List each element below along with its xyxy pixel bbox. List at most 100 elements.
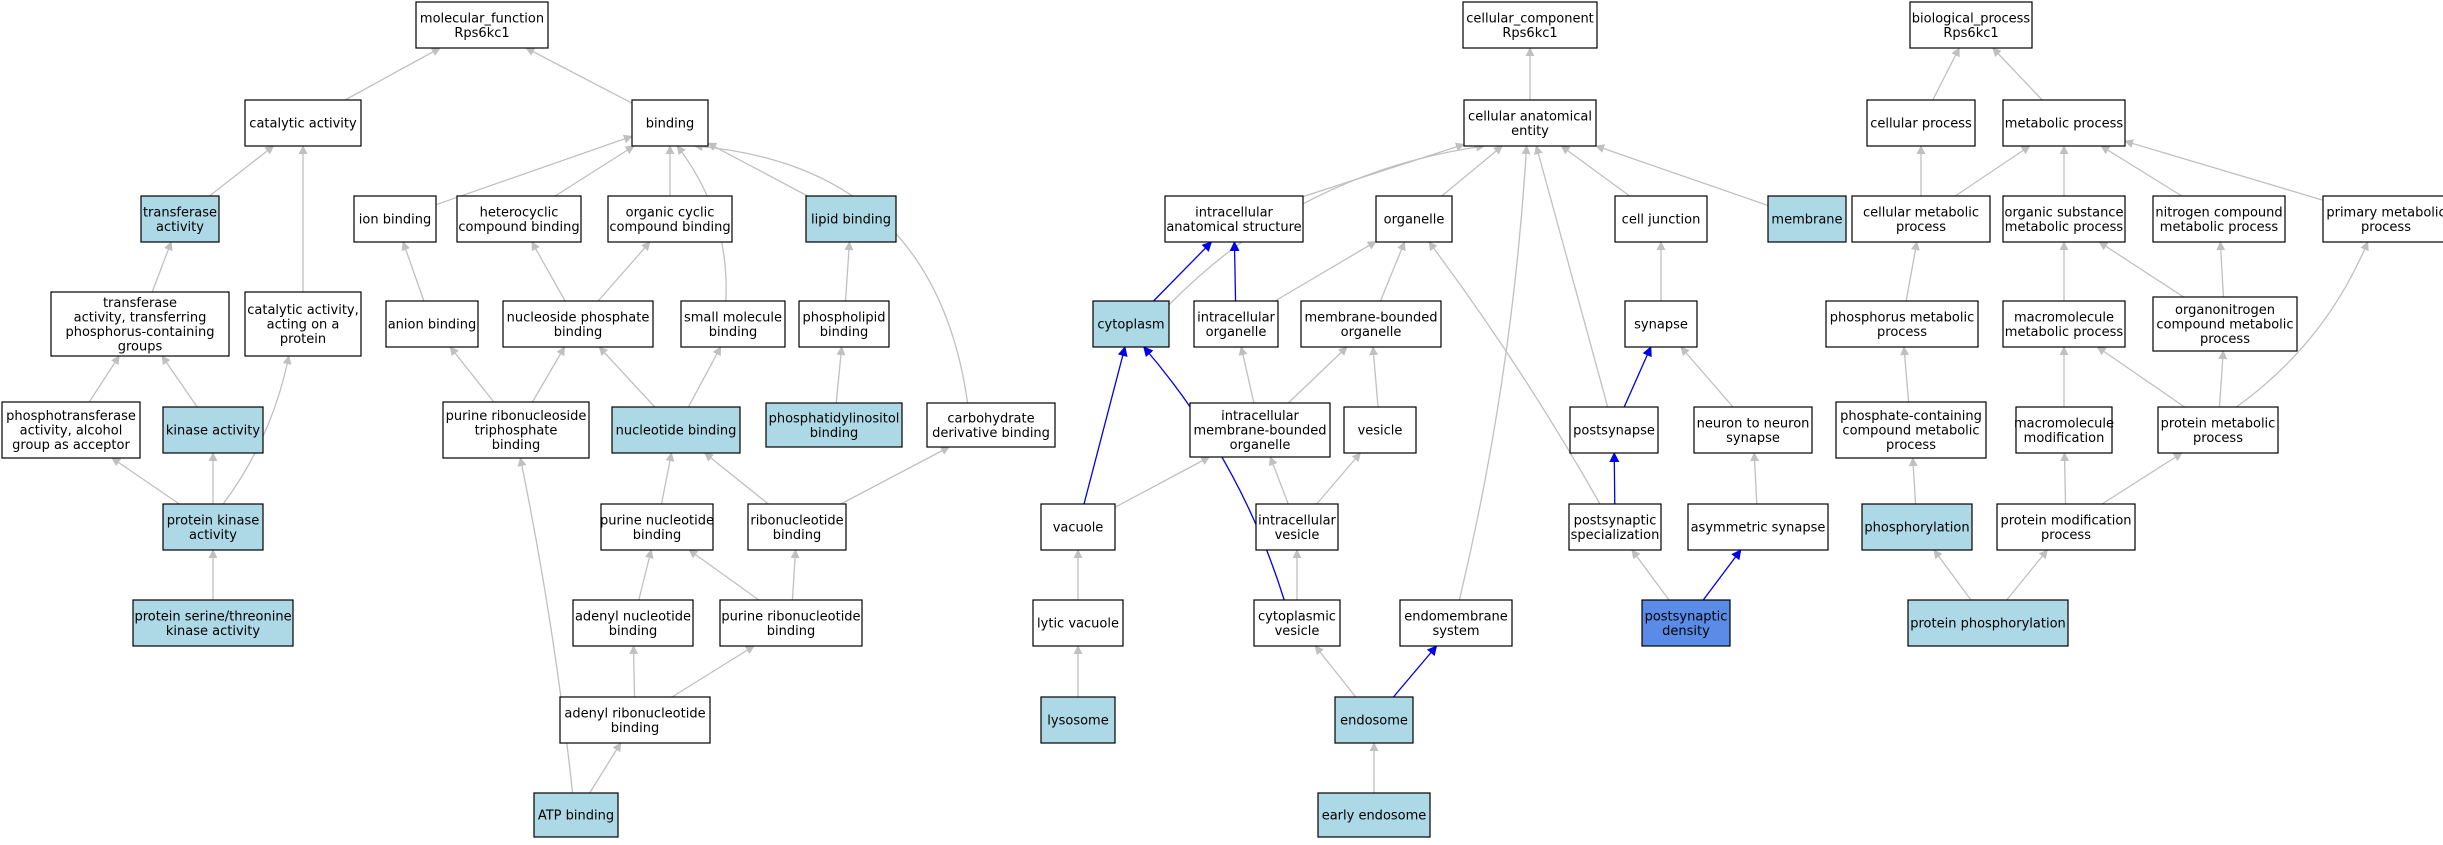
go-term-label: metabolic process: [2160, 220, 2279, 235]
edge-primary-to-metproc: [2124, 139, 2324, 201]
go-term-label: metabolic process: [2005, 117, 2124, 132]
go-term-label: heterocyclic: [480, 205, 559, 220]
edge-layer: [88, 47, 2369, 794]
edge-vacuole-to-cytoplasm: [1083, 346, 1128, 505]
go-term-label: ion binding: [359, 213, 431, 228]
go-term-label: nucleoside phosphate: [507, 310, 650, 325]
go-term-label: biological_process: [1912, 11, 2031, 26]
go-term-node-nucbind: nucleotide binding: [611, 406, 741, 454]
go-term-label: macromolecule: [2014, 416, 2114, 431]
go-term-label: phosphorus-containing: [65, 325, 214, 340]
edge-metproc-to-bp: [1992, 47, 2043, 101]
go-term-label: system: [1433, 624, 1480, 639]
go-term-label: synapse: [1634, 318, 1688, 333]
edge-adenylnuc-to-purnuc: [638, 549, 654, 601]
go-term-node-anionbind: anion binding: [385, 300, 479, 348]
edge-phosphorus-to-cellmet: [1905, 241, 1920, 302]
go-term-node-binding: binding: [631, 99, 709, 147]
edge-phosphotrans-to-transfP: [88, 355, 120, 403]
edge-intramemb-to-membbound: [1287, 346, 1348, 404]
go-term-node-atp: ATP binding: [533, 792, 619, 838]
go-term-label: lipid binding: [811, 213, 891, 228]
go-term-node-synapse: synapse: [1624, 300, 1698, 348]
go-term-label: protein modification: [2000, 513, 2131, 528]
go-term-label: activity, transferring: [74, 310, 207, 325]
go-term-label: Rps6kc1: [1502, 26, 1557, 41]
go-term-label: binding: [633, 528, 681, 543]
go-term-label: lytic vacuole: [1037, 617, 1119, 632]
go-term-node-asym: asymmetric synapse: [1687, 503, 1829, 551]
go-term-label: organelle: [1384, 213, 1445, 228]
go-term-label: small molecule: [684, 310, 782, 325]
go-term-label: modification: [2024, 431, 2105, 446]
go-term-label: process: [1877, 325, 1927, 340]
go-term-label: groups: [118, 339, 163, 354]
go-term-label: adenyl ribonucleotide: [564, 706, 705, 721]
edge-asym-to-neuron: [1750, 452, 1760, 505]
go-term-node-organelle: organelle: [1375, 195, 1453, 243]
go-term-label: synapse: [1726, 431, 1780, 446]
go-term-label: phosphate-containing: [1840, 409, 1982, 424]
go-term-label: cellular process: [1870, 117, 1972, 132]
go-term-label: molecular_function: [420, 11, 544, 26]
edge-heterocyclic-to-binding: [554, 145, 635, 197]
go-term-label: process: [2193, 431, 2243, 446]
go-term-label: catalytic activity,: [247, 303, 359, 318]
edge-nucbind-to-nucphos: [598, 346, 656, 408]
go-term-label: activity: [156, 220, 204, 235]
edge-ribonuc-to-carbohydrate: [840, 446, 950, 505]
go-term-label: carbohydrate: [947, 411, 1034, 426]
edge-proteinkinase-to-catprotein: [222, 355, 292, 505]
edge-psd-to-postspec: [1631, 549, 1670, 601]
edge-cellmet-to-metproc: [1954, 145, 2031, 197]
go-term-label: cytoplasmic: [1258, 609, 1336, 624]
edge-cytoplasm-to-cae: [1168, 142, 1486, 306]
go-term-label: ribonucleotide: [750, 513, 843, 528]
go-term-label: binding: [646, 117, 694, 132]
edge-psd-to-asym: [1702, 549, 1742, 601]
edge-endosome-to-cytoves: [1314, 645, 1357, 698]
go-term-label: phosphorus metabolic: [1830, 310, 1974, 325]
go-term-label: vesicle: [1275, 624, 1320, 639]
go-term-label: purine ribonucleotide: [721, 609, 860, 624]
go-term-label: cytoplasm: [1097, 318, 1164, 333]
go-term-node-postsynapse: postsynapse: [1569, 406, 1659, 454]
go-term-label: compound metabolic: [1842, 424, 1979, 439]
go-term-label: phospholipid: [802, 310, 885, 325]
go-term-label: adenyl nucleotide: [575, 609, 691, 624]
edge-organelle-to-cae: [1441, 145, 1503, 197]
edge-atp-to-purribotri: [517, 457, 574, 794]
go-term-label: protein metabolic: [2161, 416, 2276, 431]
go-term-label: binding: [820, 325, 868, 340]
go-term-label: asymmetric synapse: [1691, 521, 1826, 536]
go-term-label: binding: [810, 426, 858, 441]
go-term-label: postsynaptic: [1574, 513, 1657, 528]
edge-organonit-to-orgsub: [2098, 241, 2184, 298]
